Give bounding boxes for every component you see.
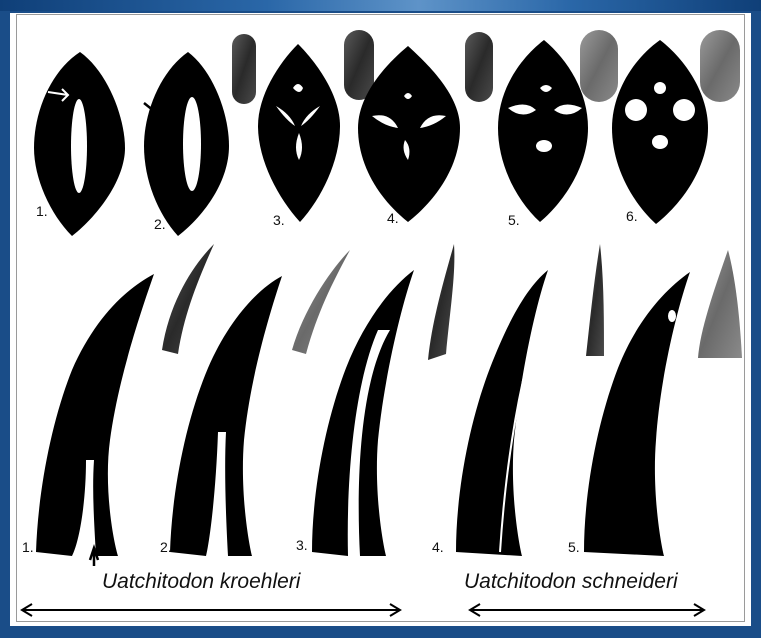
- specimen-photo-1: [232, 34, 256, 104]
- specimen-photo-5: [700, 30, 740, 102]
- range-arrow-schneideri: [470, 604, 704, 616]
- tooth-3: [312, 270, 414, 556]
- bottom-label-1: 1.: [22, 539, 34, 555]
- cross-section-3: [258, 44, 340, 222]
- top-label-4: 4.: [387, 210, 399, 226]
- bottom-label-2: 2.: [160, 539, 172, 555]
- species-name-schneideri: Uatchitodon schneideri: [464, 570, 678, 594]
- tooth-4: [456, 270, 548, 556]
- top-label-1: 1.: [36, 203, 48, 219]
- specimen-photo-6: [162, 244, 214, 354]
- range-arrow-kroehleri: [22, 604, 400, 616]
- cross-section-5: [498, 40, 588, 222]
- top-label-6: 6.: [626, 208, 638, 224]
- cross-section-2: [144, 52, 229, 236]
- specimen-photo-2: [344, 30, 374, 100]
- species-name-kroehleri: Uatchitodon kroehleri: [102, 570, 300, 594]
- cross-section-6: [612, 40, 708, 224]
- bottom-label-4: 4.: [432, 539, 444, 555]
- bottom-label-5: 5.: [568, 539, 580, 555]
- top-label-2: 2.: [154, 216, 166, 232]
- bottom-label-3: 3.: [296, 537, 308, 553]
- top-label-5: 5.: [508, 212, 520, 228]
- top-label-3: 3.: [273, 212, 285, 228]
- specimen-photo-9: [586, 244, 604, 356]
- tooth-2: [170, 276, 282, 556]
- specimen-photo-4: [580, 30, 618, 102]
- specimen-photo-10: [698, 250, 742, 358]
- specimen-photo-7: [292, 250, 350, 354]
- specimen-photo-8: [428, 244, 454, 360]
- specimen-photo-3: [465, 32, 493, 102]
- tooth-1: [36, 274, 154, 566]
